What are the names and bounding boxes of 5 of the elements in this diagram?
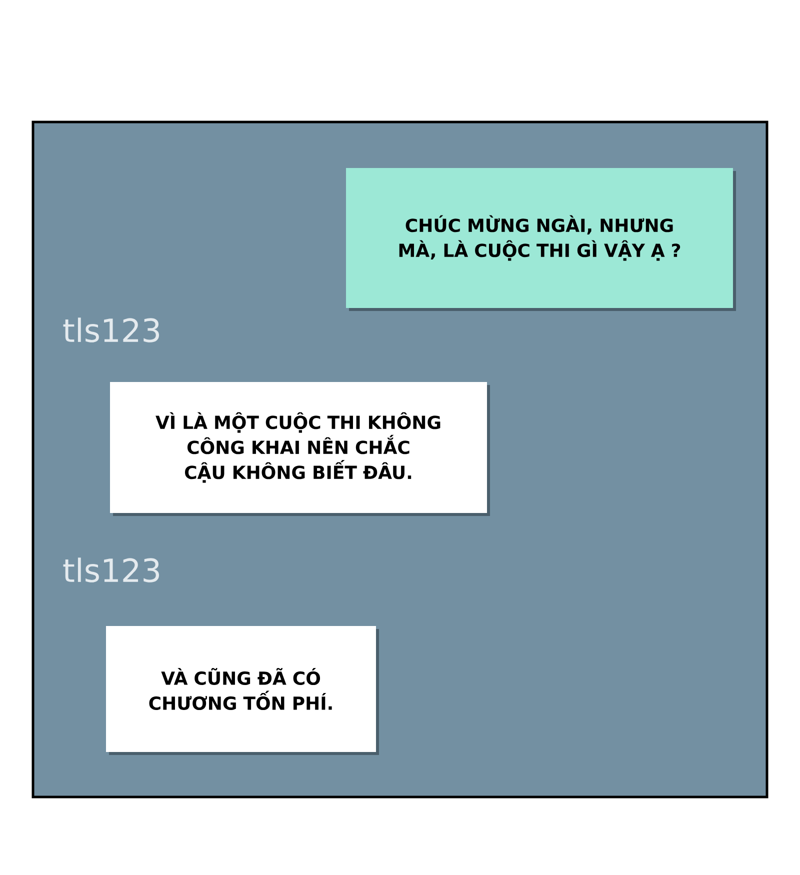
message-box: VÀ CŨNG ĐÃ CÓ CHƯƠNG TỐN PHÍ.	[106, 626, 379, 755]
username: tls123	[63, 318, 160, 342]
username: tls123	[63, 558, 160, 582]
message-box: VÌ LÀ MỘT CUỘC THI KHÔNG CÔNG KHAI NÊN CHẮC CẬU KHÔNG BIẾT ĐÂU.	[110, 382, 490, 516]
message-box: CHÚC MỪNG NGÀI, NHƯNG MÀ, LÀ CUỘC THI GÌ VẬY Ạ ?	[346, 168, 736, 311]
